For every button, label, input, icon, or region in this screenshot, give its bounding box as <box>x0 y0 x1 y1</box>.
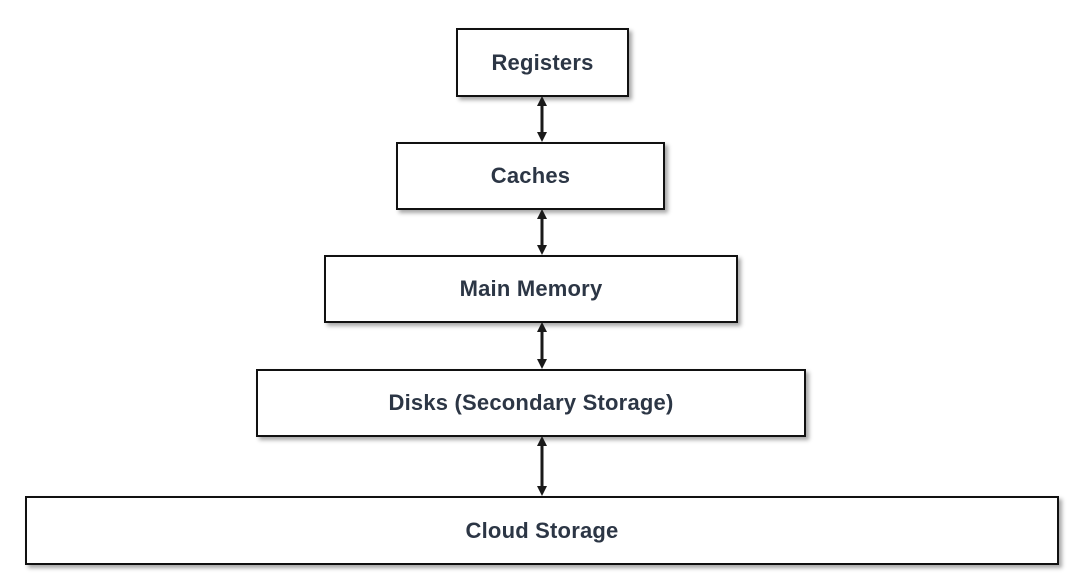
cloud-storage-label: Cloud Storage <box>465 517 619 543</box>
registers-label: Registers <box>491 49 594 75</box>
disks-label: Disks (Secondary Storage) <box>388 390 674 415</box>
disks-box: Disks (Secondary Storage) <box>256 369 806 437</box>
main-memory-label: Main Memory <box>459 276 603 301</box>
cloud-storage-box: Cloud Storage <box>25 496 1059 565</box>
caches-box: Caches <box>396 142 665 210</box>
main-memory-box: Main Memory <box>324 255 738 323</box>
caches-label: Caches <box>490 163 571 188</box>
registers-box: Registers <box>456 28 629 97</box>
